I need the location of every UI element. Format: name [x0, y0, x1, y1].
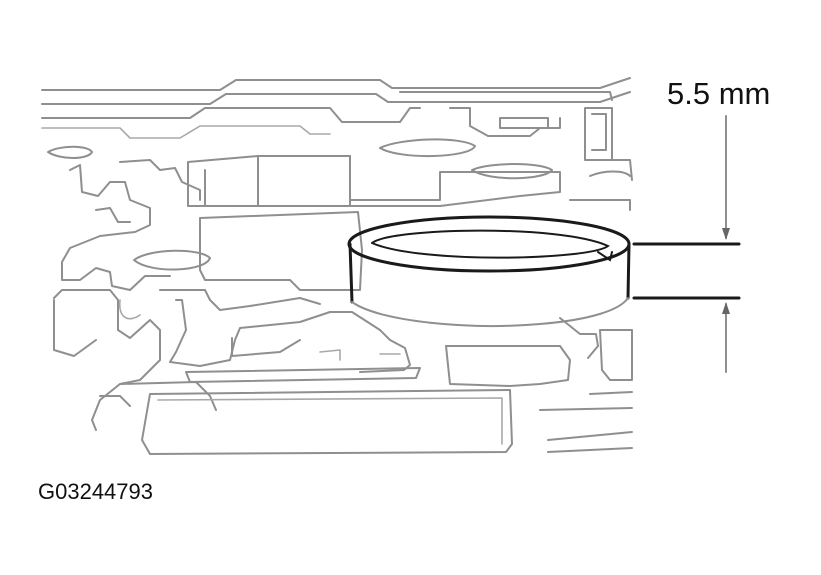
- channel-left-5: [53, 289, 161, 431]
- chamber-bottom-large-inner: [157, 397, 503, 445]
- dimension-arrow-lower: [722, 302, 730, 314]
- chamber-lower-right-2: [599, 329, 633, 381]
- cylinder-notch: [597, 251, 613, 262]
- cylinder-top-outer: [347, 215, 631, 273]
- base-line: [547, 431, 633, 453]
- channel-lower-5: [539, 391, 633, 411]
- channel-top: [41, 77, 631, 105]
- chamber-center-left-oval: [133, 249, 211, 271]
- cylinder-part: [347, 215, 631, 327]
- cylinder-left-wall: [348, 242, 354, 304]
- channel-lower-2: [231, 337, 301, 357]
- chamber-center-left: [199, 211, 363, 291]
- channel-lower-3: [185, 367, 421, 383]
- channel-top-2: [41, 107, 421, 123]
- channel-left-2: [61, 164, 171, 291]
- cylinder-bottom: [351, 297, 629, 327]
- channel-lower-right-3: [559, 317, 599, 359]
- chamber-right-top: [449, 107, 561, 137]
- chamber-lower-right: [445, 345, 571, 387]
- chamber-upper-mid-inner: [204, 155, 351, 207]
- channel-left-1: [47, 145, 93, 159]
- dimension-indicator: [632, 115, 741, 373]
- chamber-bottom-large: [141, 389, 513, 455]
- chamber-right-small: [584, 107, 613, 161]
- dimension-label: 5.5 mm: [667, 76, 771, 111]
- figure-reference-code: G03244793: [38, 479, 153, 504]
- cylinder-top-inner: [371, 229, 610, 259]
- cylinder-right-wall: [626, 242, 631, 300]
- channel-lower-4: [99, 381, 217, 411]
- valve-body-channels: [41, 77, 633, 455]
- channel-left-7: [119, 299, 141, 320]
- chamber-oval-mid: [379, 138, 476, 158]
- channel-left-3: [119, 159, 201, 201]
- channel-left-4: [95, 207, 131, 223]
- channel-top-3: [399, 91, 613, 101]
- channel-lower-1: [169, 299, 411, 373]
- dimension-arrow-upper: [722, 228, 730, 240]
- channel-lower-6: [319, 349, 401, 361]
- channel-center-mid: [159, 289, 321, 311]
- channel-left-6: [53, 299, 97, 357]
- channel-top-4: [41, 125, 331, 139]
- chamber-right-oval: [471, 163, 553, 180]
- chamber-far-right: [569, 159, 633, 211]
